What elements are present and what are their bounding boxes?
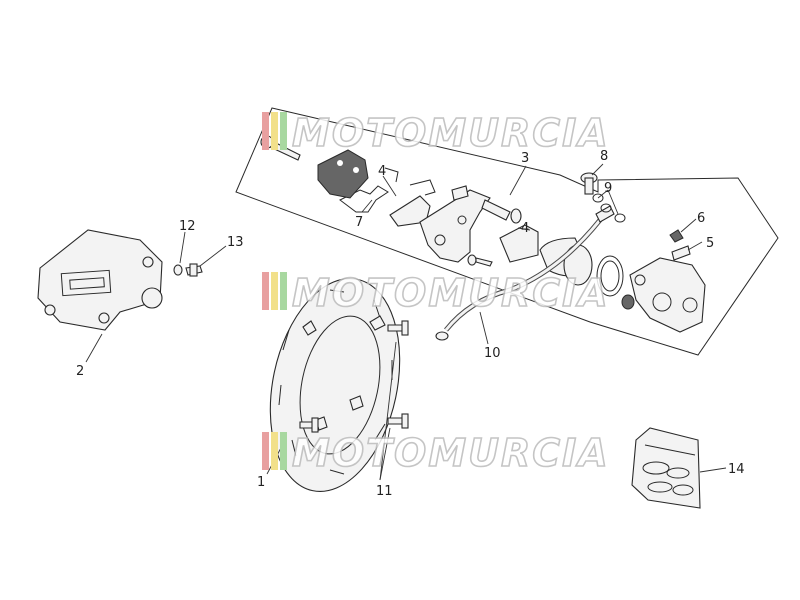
watermark-middle: MOTOMURCIA (262, 270, 610, 316)
callout-5: 5 (706, 236, 714, 251)
part-14-seal-kit-bag (631, 427, 701, 509)
part-4-brake-pad-lower (499, 224, 539, 263)
watermark-text: MOTOMURCIA (292, 271, 610, 315)
part-4-brake-pad-upper (389, 179, 436, 227)
watermark-stripe-red (262, 432, 269, 470)
callout-1: 1 (257, 475, 265, 490)
watermark-text: MOTOMURCIA (292, 111, 610, 155)
part-8-banjo-bolt (580, 172, 598, 195)
callout-14: 14 (728, 462, 745, 477)
callout-4-lower: 4 (521, 221, 529, 236)
callout-13: 13 (227, 235, 244, 250)
watermark-stripe-green (280, 112, 287, 150)
callout-9: 9 (604, 181, 612, 196)
assembly-frame (235, 107, 779, 356)
watermark-text: MOTOMURCIA (292, 431, 610, 475)
part-7-pad-spring (339, 167, 399, 213)
callout-6: 6 (697, 211, 705, 226)
brake-pad-backing (317, 149, 369, 199)
part-2-bracket (37, 229, 163, 331)
watermark-stripe-green (280, 432, 287, 470)
caliper-body (621, 257, 706, 333)
watermark-stripe-green (280, 272, 287, 310)
caliper-bracket (419, 185, 491, 263)
slider-pin (467, 199, 522, 267)
part-10-brake-hose (435, 205, 615, 341)
part-9-washers (592, 193, 626, 223)
callout-7: 7 (355, 215, 363, 230)
watermark-stripe-yellow (271, 272, 278, 310)
part-13-bolt (185, 263, 203, 277)
watermark-bottom: MOTOMURCIA (262, 430, 610, 476)
callout-11: 11 (376, 484, 393, 499)
watermark-top: MOTOMURCIA (262, 110, 610, 156)
part-12-washer (173, 264, 183, 276)
part-5-bleed-screw (671, 245, 691, 261)
leader-lines (85, 163, 727, 481)
callout-2: 2 (76, 364, 84, 379)
watermark-stripe-yellow (271, 112, 278, 150)
callout-8: 8 (600, 149, 608, 164)
part-1-brake-disc (269, 278, 401, 492)
callout-10: 10 (484, 346, 501, 361)
watermark-stripe-yellow (271, 432, 278, 470)
watermark-stripe-red (262, 112, 269, 150)
callout-3: 3 (521, 151, 529, 166)
part-6-bleed-cap (669, 229, 684, 243)
part-11-bolts (299, 320, 409, 433)
callout-4-upper: 4 (378, 164, 386, 179)
callout-12: 12 (179, 219, 196, 234)
watermark-stripe-red (262, 272, 269, 310)
callout-labels: 1 2 3 4 4 5 6 7 8 9 10 11 12 13 14 (76, 149, 745, 499)
